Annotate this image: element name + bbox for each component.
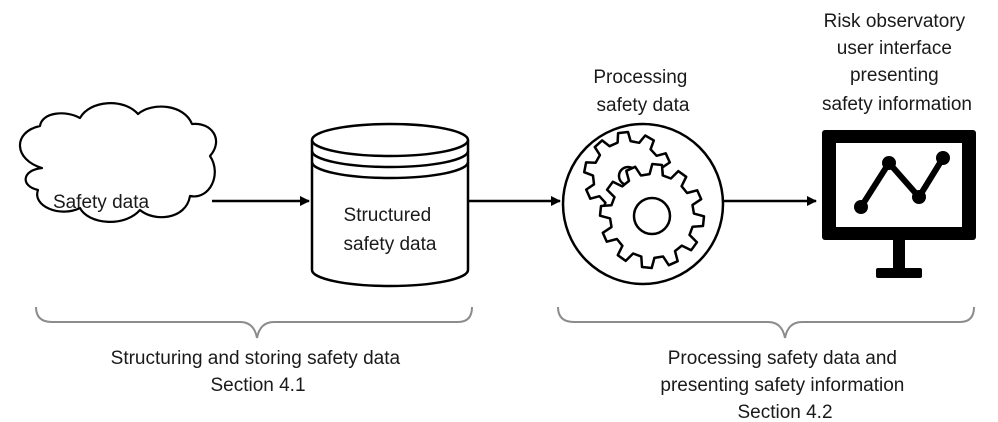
left-section-line-1: Structuring and storing safety data — [111, 348, 401, 369]
user-interface-node: Risk observatory user interface presenti… — [822, 11, 976, 278]
structured-safety-data-line-2: safety data — [344, 234, 437, 255]
structured-safety-data-line-1: Structured — [344, 205, 432, 226]
left-section-label: Structuring and storing safety data Sect… — [111, 348, 406, 396]
gears-icon — [561, 122, 725, 286]
large-gear-hub — [632, 196, 672, 236]
left-section-line-2: Section 4.1 — [210, 375, 305, 396]
right-section-line-3: Section 4.2 — [737, 402, 832, 422]
right-section-line-2: presenting safety information — [660, 375, 904, 396]
structured-safety-data-label: Structured safety data — [344, 205, 437, 255]
structured-safety-data-node: Structured safety data — [310, 122, 470, 288]
processing-node: Processing safety data — [561, 67, 725, 286]
database-icon — [310, 122, 470, 288]
processing-caption-line-2: safety data — [597, 95, 690, 116]
left-section-brace — [35, 306, 473, 339]
user-interface-caption-line-1: Risk observatory — [824, 11, 966, 32]
user-interface-caption-line-2: user interface — [837, 38, 952, 59]
cloud-icon — [18, 102, 218, 223]
right-section-label: Processing safety data and presenting sa… — [660, 348, 909, 422]
right-section-brace — [557, 306, 975, 339]
safety-data-label: Safety data — [53, 192, 150, 213]
processing-caption: Processing safety data — [593, 67, 692, 116]
user-interface-caption: Risk observatory user interface presenti… — [822, 11, 972, 115]
processing-caption-line-1: Processing — [593, 67, 687, 88]
user-interface-caption-line-4: safety information — [822, 94, 972, 115]
right-section-line-1: Processing safety data and — [668, 348, 897, 369]
user-interface-caption-line-3: presenting — [850, 65, 939, 86]
monitor-chart-icon — [822, 130, 976, 278]
safety-data-node: Safety data — [18, 102, 218, 223]
